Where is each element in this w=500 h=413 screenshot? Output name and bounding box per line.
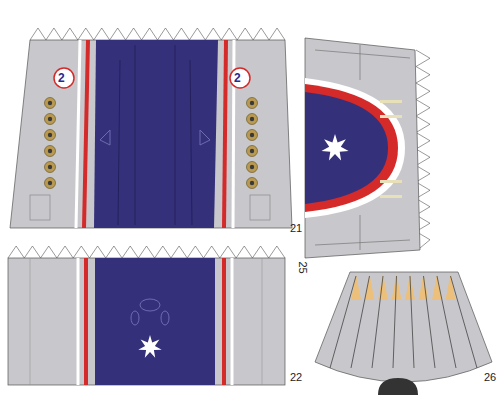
roundel [45,130,56,141]
glue-tab [8,246,285,258]
roundel [247,146,258,157]
roundel [48,181,52,185]
part-number: 26 [484,372,496,383]
roundel [45,98,56,109]
petal-slit [451,276,478,368]
roundel [45,178,56,189]
roundel [247,130,258,141]
roundel [247,162,258,173]
petal-slit [410,276,414,368]
star-emblem [321,134,348,161]
part-number: 21 [290,223,302,234]
roundel [48,149,52,153]
roundel [250,117,254,121]
part-number: 22 [290,372,302,383]
part-number: 25 [297,261,308,273]
badge-number: 2 [58,72,65,84]
roundel [250,133,254,137]
roundel [250,181,254,185]
roundel [247,114,258,125]
roundel [45,162,56,173]
star-emblem [138,335,161,358]
roundel [247,98,258,109]
part-25 [305,38,420,258]
roundel [48,165,52,169]
roundel [45,146,56,157]
part-21 [10,40,292,228]
roundel [45,114,56,125]
badge-number: 2 [234,72,241,84]
part-22 [8,258,285,385]
glue-tab [30,28,285,40]
part-26 [315,272,492,395]
roundel [250,149,254,153]
roundel [48,117,52,121]
roundel [247,178,258,189]
roundel [250,165,254,169]
roundel [48,101,52,105]
petal-slit [393,276,397,368]
roundel [250,101,254,105]
petal-slit [330,276,356,368]
petal-slit [372,276,383,368]
petal-slit [424,276,436,368]
petal-slit [351,276,370,368]
roundel [48,133,52,137]
